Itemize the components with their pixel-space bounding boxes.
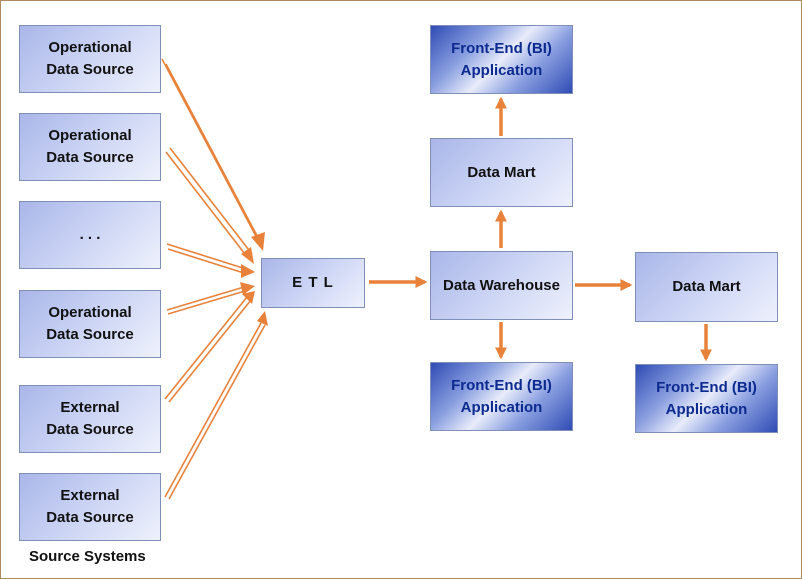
source-box-5-label: External Data Source [46,399,134,438]
arrow-source-4-etl [166,282,255,315]
data-mart-top-label: Data Mart [467,163,536,181]
data-mart-right-label: Data Mart [672,278,741,295]
arrow-source-3-etl [166,243,255,278]
bi-app-right-box: Front-End (BI) Application [635,364,778,433]
data-warehouse-box: Data Warehouse [430,251,573,320]
source-box-1: Operational Data Source [19,25,161,93]
bi-app-bottom-label: Front-End (BI) Application [451,376,552,416]
source-systems-caption: Source Systems [29,548,146,565]
source-box-1-label: Operational Data Source [46,39,134,78]
data-mart-top-box: Data Mart [430,138,573,207]
data-warehouse-label: Data Warehouse [443,276,560,294]
flow-arrows [369,96,712,362]
etl-box: E T L [261,258,365,308]
source-box-4: Operational Data Source [19,290,161,358]
bi-app-bottom-box: Front-End (BI) Application [430,362,573,431]
source-box-3: . . . [19,201,161,269]
source-box-4-label: Operational Data Source [46,304,134,343]
source-box-6: External Data Source [19,473,161,541]
data-mart-right-box: Data Mart [635,252,778,322]
source-box-2-label: Operational Data Source [46,127,134,166]
arrow-source-1-etl [161,58,265,251]
bi-app-top-box: Front-End (BI) Application [430,25,573,94]
source-box-3-label: . . . [79,226,101,243]
source-box-5: External Data Source [19,385,161,453]
arrow-source-2-etl [165,147,254,264]
source-box-2: Operational Data Source [19,113,161,181]
etl-label: E T L [292,274,334,291]
arrow-source-5-etl [164,291,255,403]
bi-app-right-label: Front-End (BI) Application [656,378,757,418]
bi-app-top-label: Front-End (BI) Application [451,39,552,79]
source-to-etl-arrows [161,58,268,500]
source-box-6-label: External Data Source [46,487,134,526]
arrow-source-6-etl [164,311,268,500]
